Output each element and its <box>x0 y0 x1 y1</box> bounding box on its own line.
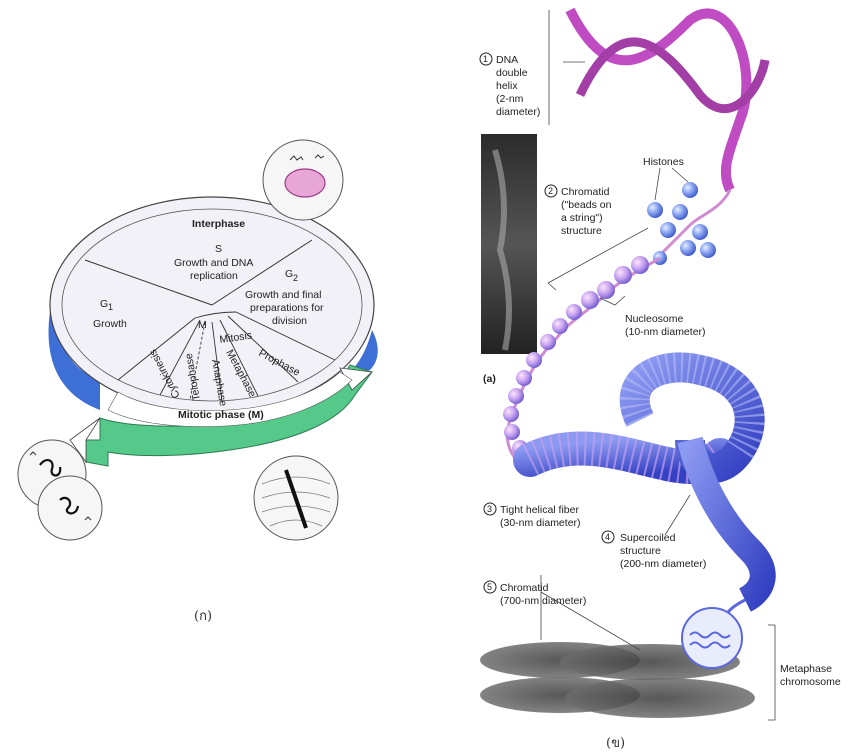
label-dna-5: diameter) <box>496 106 540 118</box>
label-s-desc-1: Growth and DNA <box>174 257 253 269</box>
label-super-1: Supercoiled <box>620 532 676 544</box>
badge-2-text: 2 <box>548 186 553 196</box>
label-panel-a: (a) <box>483 373 496 385</box>
label-chromatid-2: ("beads on <box>561 199 612 211</box>
label-nucleosome-1: Nucleosome <box>625 313 684 325</box>
label-g2-sub: 2 <box>293 273 298 283</box>
label-mitotic-phase: Mitotic phase (M) <box>178 409 264 421</box>
label-g2: G <box>285 268 293 280</box>
label-dna-2: double <box>496 67 528 79</box>
label-g2-desc-3: division <box>272 315 307 327</box>
histones <box>647 182 716 265</box>
label-dna-1: DNA <box>496 54 518 66</box>
label-s: S <box>215 243 222 255</box>
label-fiber-2: (30-nm diameter) <box>500 517 581 529</box>
label-chromatid-4: structure <box>561 225 602 237</box>
badge-3-text: 3 <box>487 504 492 514</box>
cell-metaphase-illustration <box>254 456 338 540</box>
label-chromatid700-2: (700-nm diameter) <box>500 595 586 607</box>
label-histones: Histones <box>643 156 684 168</box>
badge-5-text: 5 <box>487 582 492 592</box>
label-dna-4: (2-nm <box>496 93 524 105</box>
label-nucleosome-2: (10-nm diameter) <box>625 326 706 338</box>
caption-left: (ก) <box>194 609 212 624</box>
caption-right: (ข) <box>606 736 625 751</box>
cell-interphase-illustration <box>263 140 343 220</box>
label-super-2: structure <box>620 545 661 557</box>
chromosome-packing-diagram: (a) <box>480 10 841 751</box>
metaphase-chromosome <box>480 608 755 718</box>
label-chromatid700-1: Chromatid <box>500 582 549 594</box>
badge-4-text: 4 <box>605 532 610 542</box>
label-interphase: Interphase <box>192 218 245 230</box>
label-chromatid-1: Chromatid <box>561 186 610 198</box>
label-fiber-1: Tight helical fiber <box>500 504 579 516</box>
label-m: M <box>198 319 207 331</box>
label-metaphase-2: chromosome <box>780 676 841 688</box>
label-metaphase-1: Metaphase <box>780 663 832 675</box>
label-g1: G <box>100 298 108 310</box>
label-super-3: (200-nm diameter) <box>620 558 706 570</box>
badge-1-text: 1 <box>483 54 488 64</box>
label-g1-sub: 1 <box>108 302 113 312</box>
label-dna-3: helix <box>496 80 518 92</box>
label-chromatid-3: a string") <box>561 212 603 224</box>
label-g1-desc: Growth <box>93 318 127 330</box>
label-g2-desc-1: Growth and final <box>245 289 321 301</box>
label-g2-desc-2: preparations for <box>250 302 324 314</box>
label-s-desc-2: replication <box>190 270 238 282</box>
cell-cycle-diagram: Interphase S Growth and DNA replication … <box>18 140 378 624</box>
